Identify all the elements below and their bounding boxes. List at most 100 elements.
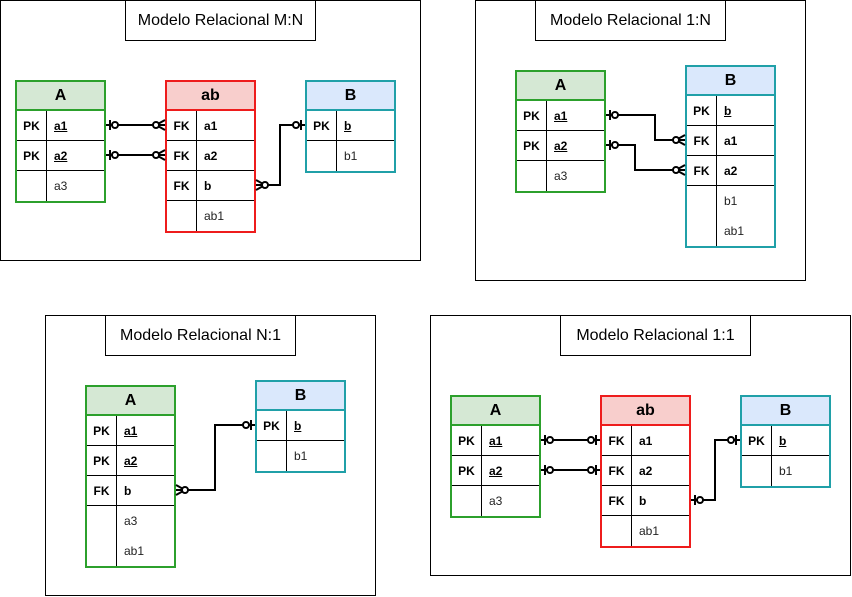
field-name: a1 bbox=[54, 118, 68, 133]
key-label: PK bbox=[458, 463, 475, 478]
field-name: a2 bbox=[639, 463, 653, 478]
entity-row: FK a2 bbox=[602, 456, 689, 486]
field-name: a1 bbox=[204, 118, 218, 133]
field-name: b1 bbox=[724, 194, 738, 208]
key-label: FK bbox=[173, 118, 190, 133]
column-divider bbox=[286, 411, 287, 440]
key-label: FK bbox=[173, 148, 190, 163]
column-divider bbox=[631, 426, 632, 455]
column-divider bbox=[771, 456, 772, 486]
column-divider bbox=[631, 486, 632, 515]
diagram-title-mn: Modelo Relacional M:N bbox=[125, 0, 316, 41]
column-divider bbox=[481, 426, 482, 455]
entity-row: ab1 bbox=[602, 516, 689, 546]
entity-row: FK a1 bbox=[167, 111, 254, 141]
cardinality-optional-circle bbox=[152, 121, 160, 129]
entity-title: B bbox=[742, 397, 829, 426]
field-name: a3 bbox=[124, 514, 138, 528]
relationship-line bbox=[691, 439, 740, 501]
column-divider bbox=[116, 476, 117, 505]
entity-row: ab1 bbox=[87, 536, 174, 566]
entity-title: A bbox=[87, 387, 174, 416]
entity-title: B bbox=[687, 67, 774, 96]
column-divider bbox=[481, 486, 482, 516]
field-name: a2 bbox=[124, 453, 138, 468]
column-divider bbox=[631, 516, 632, 546]
cardinality-optional-circle bbox=[546, 436, 554, 444]
cardinality-optional-circle bbox=[587, 436, 595, 444]
entity-row: ab1 bbox=[167, 201, 254, 231]
field-name: b bbox=[639, 493, 647, 508]
diagram-title-n1: Modelo Relacional N:1 bbox=[105, 315, 296, 356]
key-label: PK bbox=[693, 103, 710, 118]
entity-title: B bbox=[257, 382, 344, 411]
field-name: a3 bbox=[54, 179, 68, 193]
column-divider bbox=[46, 171, 47, 201]
column-divider bbox=[716, 126, 717, 155]
cardinality-optional-circle bbox=[181, 486, 189, 494]
field-name: a1 bbox=[639, 433, 653, 448]
field-name: a2 bbox=[54, 148, 68, 163]
field-name: ab1 bbox=[724, 224, 745, 238]
cardinality-optional-circle bbox=[611, 141, 619, 149]
field-name: b bbox=[294, 418, 302, 433]
cardinality-optional-circle bbox=[672, 166, 680, 174]
field-name: b1 bbox=[779, 464, 793, 478]
field-name: b bbox=[724, 103, 732, 118]
column-divider bbox=[116, 446, 117, 475]
field-name: a2 bbox=[204, 148, 218, 163]
column-divider bbox=[46, 141, 47, 170]
cardinality-optional-circle bbox=[611, 111, 619, 119]
column-divider bbox=[286, 441, 287, 471]
column-divider bbox=[116, 506, 117, 536]
column-divider bbox=[116, 416, 117, 445]
column-divider bbox=[716, 156, 717, 185]
entity-row: a3 bbox=[517, 161, 604, 191]
cardinality-optional-circle bbox=[727, 436, 735, 444]
entity-row: a3 bbox=[87, 506, 174, 536]
key-label: FK bbox=[93, 483, 110, 498]
column-divider bbox=[196, 171, 197, 200]
field-name: a1 bbox=[724, 133, 738, 148]
key-label: PK bbox=[458, 433, 475, 448]
entity-row: b1 bbox=[307, 141, 394, 171]
key-label: PK bbox=[23, 118, 40, 133]
key-label: PK bbox=[93, 423, 110, 438]
key-label: FK bbox=[608, 463, 625, 478]
column-divider bbox=[546, 101, 547, 130]
key-label: PK bbox=[523, 138, 540, 153]
relationship-line bbox=[256, 124, 305, 186]
column-divider bbox=[716, 186, 717, 216]
column-divider bbox=[196, 141, 197, 170]
entity-title: B bbox=[307, 82, 394, 111]
cardinality-optional-circle bbox=[111, 121, 119, 129]
field-name: b bbox=[124, 483, 132, 498]
key-label: FK bbox=[693, 133, 710, 148]
field-name: ab1 bbox=[204, 209, 225, 223]
key-label: PK bbox=[748, 433, 765, 448]
field-name: a2 bbox=[724, 163, 738, 178]
entity-title: A bbox=[517, 72, 604, 101]
key-label: PK bbox=[93, 453, 110, 468]
key-label: PK bbox=[523, 108, 540, 123]
field-name: a1 bbox=[489, 433, 503, 448]
field-name: b bbox=[779, 433, 787, 448]
entity-row: PK a1 bbox=[17, 111, 104, 141]
entity-b-11[interactable]: B PK b b1 bbox=[740, 395, 831, 488]
entity-row: a3 bbox=[17, 171, 104, 201]
column-divider bbox=[716, 216, 717, 246]
